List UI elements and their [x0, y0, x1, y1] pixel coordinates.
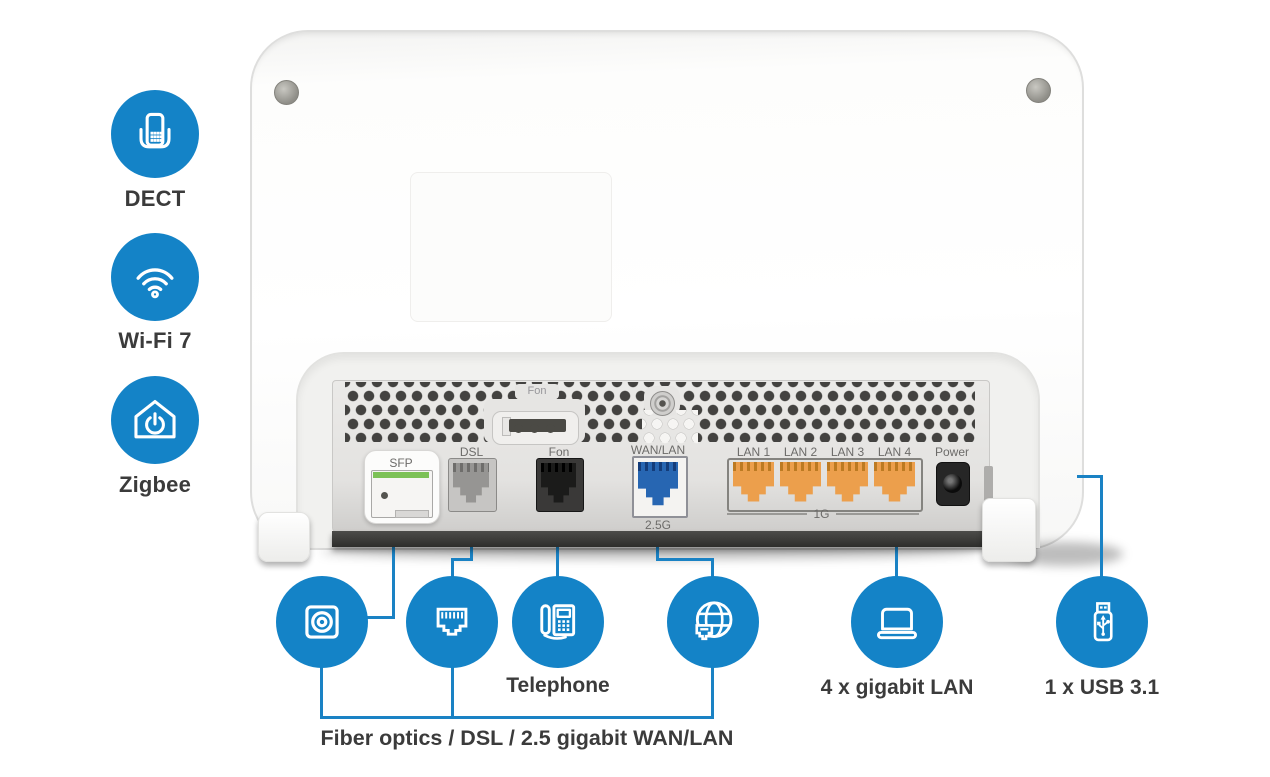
lan4-label: LAN 4 — [877, 445, 912, 459]
fon-port-label: Fon — [548, 445, 570, 459]
side-usb-slot — [984, 466, 993, 502]
power-port-label: Power — [934, 445, 969, 459]
fon-jack — [541, 463, 576, 503]
zigbee-label: Zigbee — [118, 472, 192, 497]
right-stand — [982, 498, 1036, 562]
lan3-label: LAN 3 — [830, 445, 865, 459]
tae-fon-label: Fon — [527, 385, 547, 397]
lan1-label: LAN 1 — [736, 445, 771, 459]
connector-line-combined — [320, 666, 323, 719]
tae-tooth — [514, 424, 523, 433]
router-shadow — [320, 545, 980, 559]
lan-bubble — [851, 576, 943, 668]
fon-port — [536, 458, 584, 512]
tae-tooth — [530, 424, 539, 433]
zigbee-bubble — [111, 376, 199, 464]
connector-line-dsl — [451, 558, 454, 578]
telephone-icon — [540, 604, 576, 640]
vent-patch — [515, 384, 559, 399]
sfp-tab — [395, 510, 429, 518]
connector-line-fon — [556, 531, 559, 578]
wan-speed-label: 2.5G — [644, 518, 671, 532]
dect-bubble — [111, 90, 199, 178]
power-barrel-jack — [943, 474, 962, 493]
connector-line-combined — [711, 666, 714, 719]
lan1-jack — [733, 462, 774, 502]
power-port — [936, 462, 970, 506]
dect-phone-icon — [139, 112, 171, 149]
lan-speed-label: 1G — [813, 507, 830, 521]
connector-line-sfp — [364, 616, 395, 619]
connector-line-usb — [1077, 475, 1103, 478]
connector-line-combined — [451, 666, 454, 719]
screw-right — [1026, 78, 1051, 103]
vent-grille-light — [642, 410, 698, 444]
sfp-green-stripe — [373, 472, 429, 478]
usb-bubble — [1056, 576, 1148, 668]
sfp-port-label: SFP — [389, 456, 413, 470]
lan2-label: LAN 2 — [783, 445, 818, 459]
wan-bubble — [667, 576, 759, 668]
wan-port — [632, 456, 688, 518]
antenna-screw-connector — [650, 391, 675, 416]
tae-tooth — [546, 424, 555, 433]
connector-line-dsl — [451, 558, 473, 561]
connector-line-sfp — [392, 531, 395, 619]
laptop-icon — [876, 607, 918, 640]
zigbee-home-icon — [134, 399, 176, 439]
lan-speed-rule-left — [727, 513, 807, 515]
dsl-jack — [453, 463, 489, 503]
info-label-plate — [410, 172, 612, 322]
fiber-socket-icon — [305, 605, 339, 639]
wifi-icon — [136, 268, 174, 299]
dsl-bubble — [406, 576, 498, 668]
lan-caption: 4 x gigabit LAN — [820, 676, 974, 699]
screw-left — [274, 80, 299, 105]
rj45-jack-icon — [436, 607, 468, 636]
wifi-label: Wi-Fi 7 — [118, 328, 192, 353]
lan-group-frame — [727, 458, 923, 512]
dsl-port — [448, 458, 497, 512]
telephone-bubble — [512, 576, 604, 668]
dect-label: DECT — [124, 186, 186, 211]
dsl-port-label: DSL — [459, 445, 484, 459]
wan-port-label: WAN/LAN — [630, 443, 686, 457]
connector-line-usb — [1100, 475, 1103, 578]
usb-stick-icon — [1093, 602, 1113, 642]
telephone-caption: Telephone — [506, 674, 610, 697]
wan-jack — [638, 462, 678, 506]
wifi-bubble — [111, 233, 199, 321]
connector-line-combined — [320, 716, 714, 719]
connector-line-wan — [711, 558, 714, 578]
connector-line-wan — [656, 558, 714, 561]
usb-caption: 1 x USB 3.1 — [1044, 676, 1160, 699]
connector-line-lan — [895, 531, 898, 578]
wan-globe-icon — [695, 601, 733, 641]
fiber-bubble — [276, 576, 368, 668]
panel-base-strip — [332, 531, 985, 547]
sfp-release-dot — [381, 492, 388, 499]
lan-speed-rule-right — [836, 513, 919, 515]
left-foot — [258, 512, 310, 562]
combined-caption: Fiber optics / DSL / 2.5 gigabit WAN/LAN — [320, 726, 734, 750]
